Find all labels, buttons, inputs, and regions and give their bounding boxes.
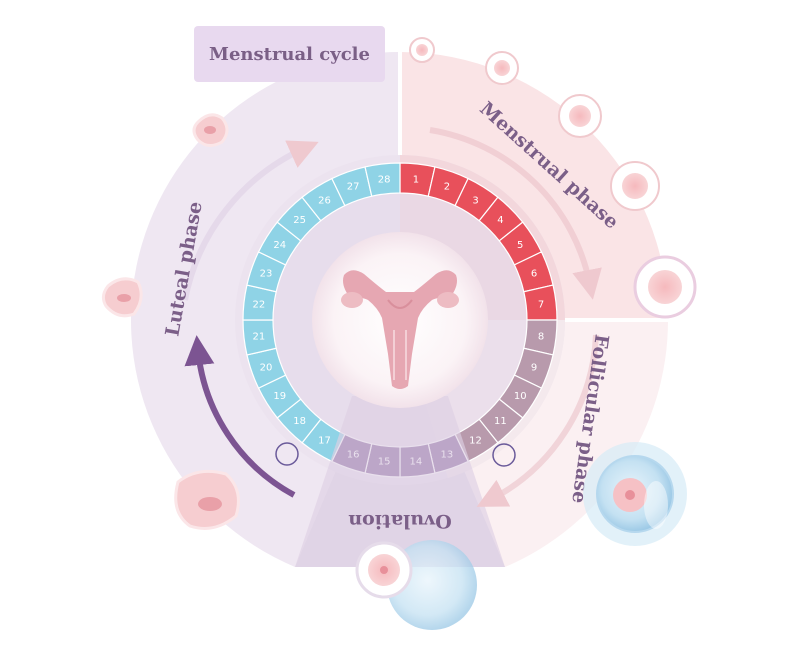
day-label-20: 20: [260, 362, 273, 373]
day-label-7: 7: [538, 300, 544, 311]
day-label-23: 23: [260, 269, 273, 280]
corpus-luteum-large-icon: [174, 469, 240, 530]
day-label-5: 5: [517, 240, 523, 251]
day-label-17: 17: [318, 436, 331, 447]
day-label-4: 4: [497, 215, 503, 226]
day-label-26: 26: [318, 195, 331, 206]
luteal-arrow-lower: [184, 335, 296, 498]
day-label-27: 27: [347, 182, 360, 193]
follicle-medium-2-icon: [610, 161, 660, 211]
day-label-6: 6: [531, 269, 537, 280]
follicle-large-icon: [633, 255, 697, 319]
day-label-24: 24: [273, 240, 286, 251]
follicle-medium-1-icon: [558, 94, 602, 138]
day-label-1: 1: [413, 174, 419, 185]
menstrual-arrow: [429, 127, 602, 300]
day-label-11: 11: [494, 416, 507, 427]
luteal-arrow-upper: [182, 140, 319, 301]
dominant-follicle-icon: [583, 442, 687, 546]
uterus-icon: [341, 270, 459, 389]
day-label-22: 22: [253, 300, 266, 311]
day-12-marker: [492, 443, 516, 467]
ovulation-egg-icon: [355, 540, 477, 630]
day-label-19: 19: [273, 391, 286, 402]
day-label-28: 28: [378, 174, 391, 185]
day-label-25: 25: [293, 215, 306, 226]
day-17-marker: [275, 442, 299, 466]
day-ring: 1234567891011121314151617181920212223242…: [242, 162, 558, 478]
corpus-luteum-small-icon: [192, 113, 229, 147]
day-segment-28: [364, 162, 401, 197]
day-label-21: 21: [253, 331, 266, 342]
egg-cells: [101, 37, 697, 630]
ovulation-label: Ovulation: [348, 510, 452, 532]
day-label-3: 3: [472, 195, 478, 206]
day-label-8: 8: [538, 331, 544, 342]
page-title: Menstrual cycle: [194, 26, 385, 82]
day-label-18: 18: [293, 416, 306, 427]
day-label-2: 2: [444, 182, 450, 193]
corpus-luteum-medium-icon: [101, 277, 143, 318]
day-label-9: 9: [531, 362, 537, 373]
follicle-small-2-icon: [485, 51, 519, 85]
day-label-10: 10: [514, 391, 527, 402]
day-label-12: 12: [469, 436, 482, 447]
follicular-arrow: [476, 334, 599, 507]
ovulation-wedge: [295, 396, 505, 567]
follicle-small-1-icon: [409, 37, 435, 63]
